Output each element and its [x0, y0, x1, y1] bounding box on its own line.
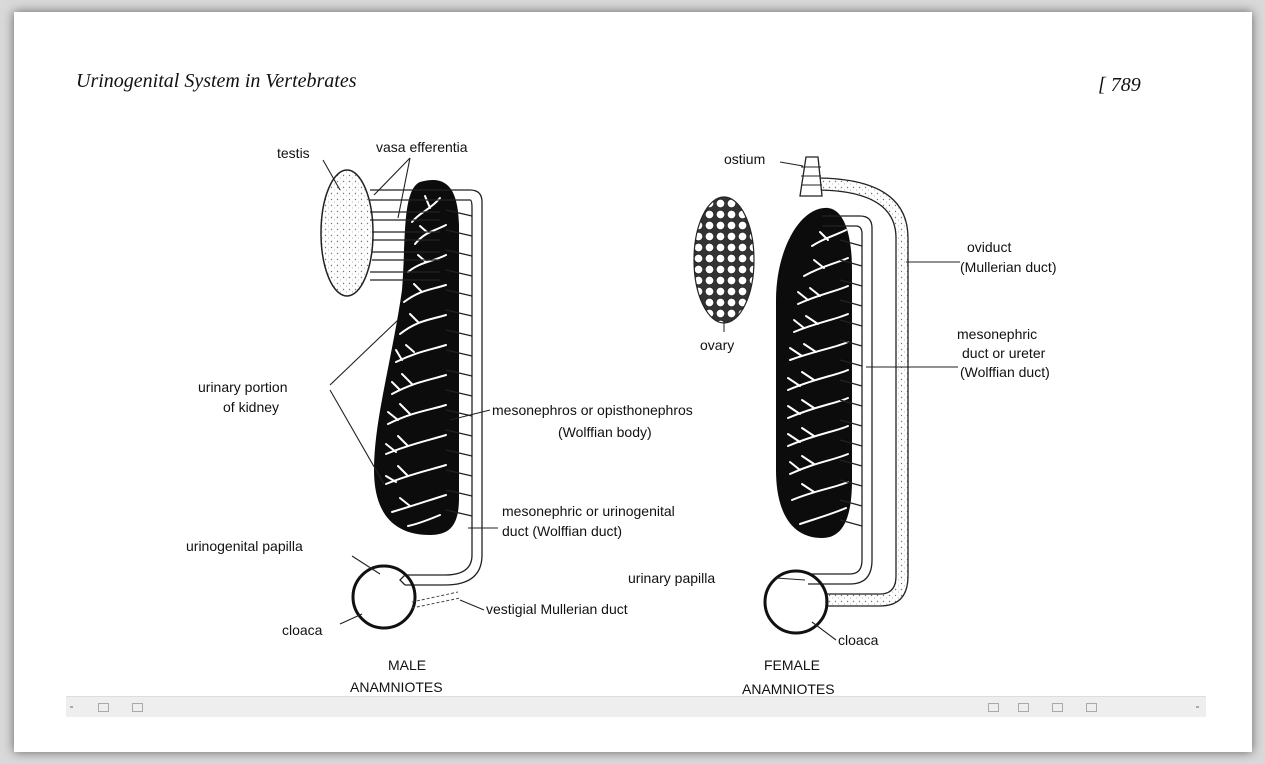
- label-ovary: ovary: [700, 337, 734, 353]
- label-oviduct: oviduct: [967, 239, 1011, 255]
- view-thumbs-icon[interactable]: [1086, 703, 1097, 712]
- viewer-toolbar: [66, 696, 1206, 717]
- label-female-cloaca: cloaca: [838, 632, 879, 648]
- label-urinary-portion: urinary portion: [198, 379, 288, 395]
- male-diagram: testis vasa efferentia urinary portion o…: [186, 139, 693, 695]
- label-mesonephros: mesonephros or opisthonephros: [492, 402, 693, 418]
- label-vestigial-mullerian: vestigial Mullerian duct: [486, 601, 628, 617]
- label-wolffian-duct: duct (Wolffian duct): [502, 523, 622, 539]
- vestigial-mullerian-lines: [412, 592, 460, 608]
- toolbar-page-icon[interactable]: [98, 703, 109, 712]
- label-urinogenital-papilla: urinogenital papilla: [186, 538, 303, 554]
- label-vasa-efferentia: vasa efferentia: [376, 139, 468, 155]
- male-kidney-shape: [374, 180, 459, 535]
- label-female-mesonephric: mesonephric: [957, 326, 1037, 342]
- label-wolffian-body: (Wolffian body): [558, 424, 652, 440]
- female-cloaca-shape: [765, 571, 827, 633]
- caption-male: MALE: [388, 657, 426, 673]
- label-mesonephric-duct: mesonephric or urinogenital: [502, 503, 675, 519]
- testis-shape: [321, 170, 373, 296]
- view-double-icon[interactable]: [1018, 703, 1029, 712]
- male-cloaca-shape: [353, 566, 415, 628]
- label-ostium: ostium: [724, 151, 765, 167]
- label-male-cloaca: cloaca: [282, 622, 323, 638]
- caption-male-anamniotes: ANAMNIOTES: [350, 679, 443, 695]
- male-papilla-connector: [400, 575, 405, 585]
- label-mullerian-duct: (Mullerian duct): [960, 259, 1056, 275]
- label-testis: testis: [277, 145, 310, 161]
- label-female-wolffian-duct: (Wolffian duct): [960, 364, 1050, 380]
- view-single-icon[interactable]: [988, 703, 999, 712]
- label-urinary-papilla: urinary papilla: [628, 570, 715, 586]
- label-duct-or-ureter: duct or ureter: [962, 345, 1046, 361]
- caption-female-anamniotes: ANAMNIOTES: [742, 681, 835, 697]
- caption-female: FEMALE: [764, 657, 820, 673]
- toolbar-dot-right: [1196, 706, 1199, 708]
- view-grid-icon[interactable]: [1052, 703, 1063, 712]
- ovary-shape: [694, 197, 754, 323]
- toolbar-dot: [70, 706, 73, 708]
- toolbar-box-icon[interactable]: [132, 703, 143, 712]
- label-of-kidney: of kidney: [223, 399, 279, 415]
- female-diagram: ostium ovary oviduct (Mullerian duct) me…: [628, 151, 1056, 697]
